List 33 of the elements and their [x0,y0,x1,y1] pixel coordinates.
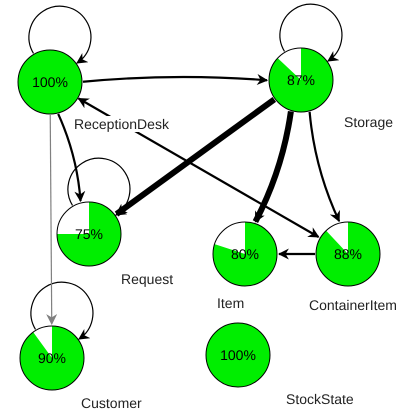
pie-node [56,201,122,267]
arrow [30,282,94,340]
node-name: Request [121,271,174,287]
arrow [67,158,130,216]
node-name: StockState [286,391,354,407]
node-name: ReceptionDesk [74,116,169,132]
percent-label: 88% [332,244,364,264]
arrow [57,114,86,202]
percent-label: 87% [286,70,316,90]
arrow [114,96,276,216]
pie-node [315,221,381,287]
pie-node [17,49,83,115]
percent-label: 100% [219,346,257,364]
pie-node [212,221,278,287]
percent-label: 75% [74,224,104,244]
arrow [252,110,294,223]
arrow [28,6,92,64]
arrow [46,115,58,326]
percent-label: 80% [230,244,260,264]
pie-node [19,325,85,391]
percent-label: 100% [31,72,69,92]
arrow [278,248,315,260]
arrow [279,4,342,62]
node-name: ContainerItem [309,297,397,313]
arrow [308,112,340,222]
percent-label: 90% [36,348,68,368]
arrow [78,98,320,238]
node-name: Storage [344,114,394,130]
arrow [82,74,268,86]
node-name: Item [217,295,244,311]
pie-node [268,47,334,113]
pie-node [205,322,271,388]
node-name: Customer [81,395,142,411]
